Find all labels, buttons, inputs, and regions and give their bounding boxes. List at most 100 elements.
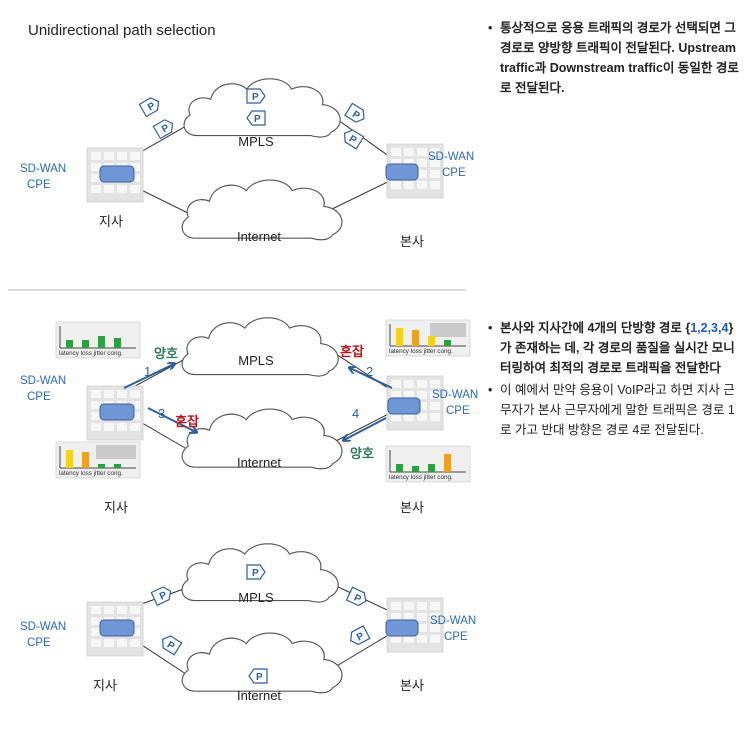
section-unidirectional: Unidirectional path selection MPLS Inter… [20,22,474,249]
section-path-monitoring: MPLS Internet SD-WAN CPE 지사 SD-WAN CPE 본… [20,317,478,515]
packet-icon: P [152,116,177,140]
hq-cpe-router [385,619,419,637]
branch-site-label: 지사 [104,500,128,515]
notes-unidirectional: 본사와 지사간에 4개의 단방향 경로 {1,2,3,4} 가 존재하는 데, 각… [488,318,744,442]
branch-cpe-label-2: CPE [27,637,51,649]
internet-cloud [181,632,343,694]
hq-site-label: 본사 [400,500,424,515]
mpls-label: MPLS [238,353,274,368]
path-1-status: 양호 [154,346,178,361]
packet-icon: P [246,88,266,104]
metrics-card-path-2: latency loss jitter cong. [385,319,471,357]
latency-bar [396,328,403,346]
note-four-paths: 본사와 지사간에 4개의 단방향 경로 {1,2,3,4} 가 존재하는 데, 각… [488,318,744,378]
metrics-card-path-1: latency loss jitter cong. [55,321,141,359]
svg-text:P: P [146,100,158,113]
jitter-bar [98,336,105,348]
hq-site-label: 본사 [400,234,424,249]
svg-text:P: P [350,109,362,122]
congestion-bar [114,338,121,348]
metrics-card-path-4: latency loss jitter cong. [385,445,471,483]
branch-site-label: 지사 [99,214,123,229]
packet-icon: P [246,564,266,580]
branch-cpe-label-2: CPE [27,179,51,191]
packet-icon: P [345,586,370,609]
section-title: Unidirectional path selection [28,22,216,39]
path-1-arrow [123,364,174,389]
packet-icon: P [158,632,183,656]
metrics-label: latency loss jitter cong. [389,348,453,355]
path-3-number: 3 [158,406,165,421]
congestion-bar [114,464,121,468]
jitter-bar [428,336,435,346]
path-4-arrow [344,417,387,440]
packet-icon: P [138,94,163,118]
note-voip-example: 이 예에서 만약 응용이 VoIP라고 하면 지사 근무자가 본사 근무자에게 … [488,380,744,440]
hq-cpe-router [387,397,421,415]
note-four-paths-text-b: 가 존재하는 데, 각 경로의 품질을 실시간 모니터링하여 최적의 경로로 트… [500,341,735,375]
notes-bidirectional: 통상적으로 응용 트래픽의 경로가 선택되면 그 경로로 양방향 트래픽이 전달… [488,18,744,100]
hq-cpe-label-2: CPE [444,631,468,643]
svg-text:P: P [158,590,169,603]
internet-label: Internet [237,455,281,470]
path-4-status: 양호 [350,446,374,461]
note-four-paths-brace-open: { [685,321,691,335]
section-asymmetric-paths: MPLS Internet SD-WAN CPE 지사 SD-WAN CPE 본… [20,543,476,703]
branch-cpe-label-1: SD-WAN [20,163,66,175]
hq-cpe-label-1: SD-WAN [430,615,476,627]
latency-bar [396,464,403,472]
mpls-label: MPLS [238,134,274,149]
packet-icon: P [248,668,268,684]
note-path-list: 1,2,3,4 [690,321,729,335]
jitter-bar [98,464,105,468]
metrics-card-path-3: latency loss jitter cong. [55,441,141,479]
jitter-bar [428,464,435,472]
congestion-bar [444,454,451,472]
hq-cpe-label-1: SD-WAN [432,389,478,401]
branch-site-label: 지사 [93,678,117,693]
path-1-number: 1 [144,364,151,379]
packet-icon: P [340,126,365,150]
mpls-cloud [183,78,341,138]
note-four-paths-text-a: 본사와 지사간에 4개의 단방향 경로 [500,321,686,335]
svg-text:P: P [252,92,259,103]
mpls-label: MPLS [238,590,274,605]
latency-bar [66,450,73,468]
packet-icon: P [150,584,175,606]
hq-cpe-router [385,163,419,181]
branch-cpe-router [99,403,135,421]
svg-text:P: P [165,640,177,653]
path-2-number: 2 [366,364,373,379]
loss-bar [82,340,89,348]
loss-bar [412,466,419,472]
hq-cpe-label-2: CPE [442,167,466,179]
congestion-bar [444,340,451,346]
path-4-number: 4 [352,406,359,421]
internet-label: Internet [237,229,281,244]
note-bidirectional-path: 통상적으로 응용 트래픽의 경로가 선택되면 그 경로로 양방향 트래픽이 전달… [488,18,744,98]
path-2-arrow [350,368,393,389]
svg-text:P: P [355,630,366,643]
branch-cpe-label-1: SD-WAN [20,375,66,387]
branch-cpe-label-1: SD-WAN [20,621,66,633]
branch-cpe-router [99,165,135,183]
hq-site-label: 본사 [400,678,424,693]
loss-bar [412,330,419,346]
metrics-label: latency loss jitter cong. [59,350,123,357]
svg-text:P: P [256,672,263,683]
svg-text:P: P [160,122,172,135]
loss-bar [82,452,89,468]
branch-cpe-label-2: CPE [27,391,51,403]
hq-cpe-label-2: CPE [446,405,470,417]
packet-icon: P [246,110,266,126]
path-3-status: 혼잡 [175,414,199,429]
packet-icon: P [346,625,371,648]
svg-text:P: P [252,568,259,579]
svg-text:P: P [254,114,261,125]
packet-icon: P [344,102,369,126]
metrics-label: latency loss jitter cong. [389,474,453,481]
note-four-paths-brace-close: } [728,321,734,335]
path-3-arrow [147,407,196,432]
latency-bar [66,340,73,348]
